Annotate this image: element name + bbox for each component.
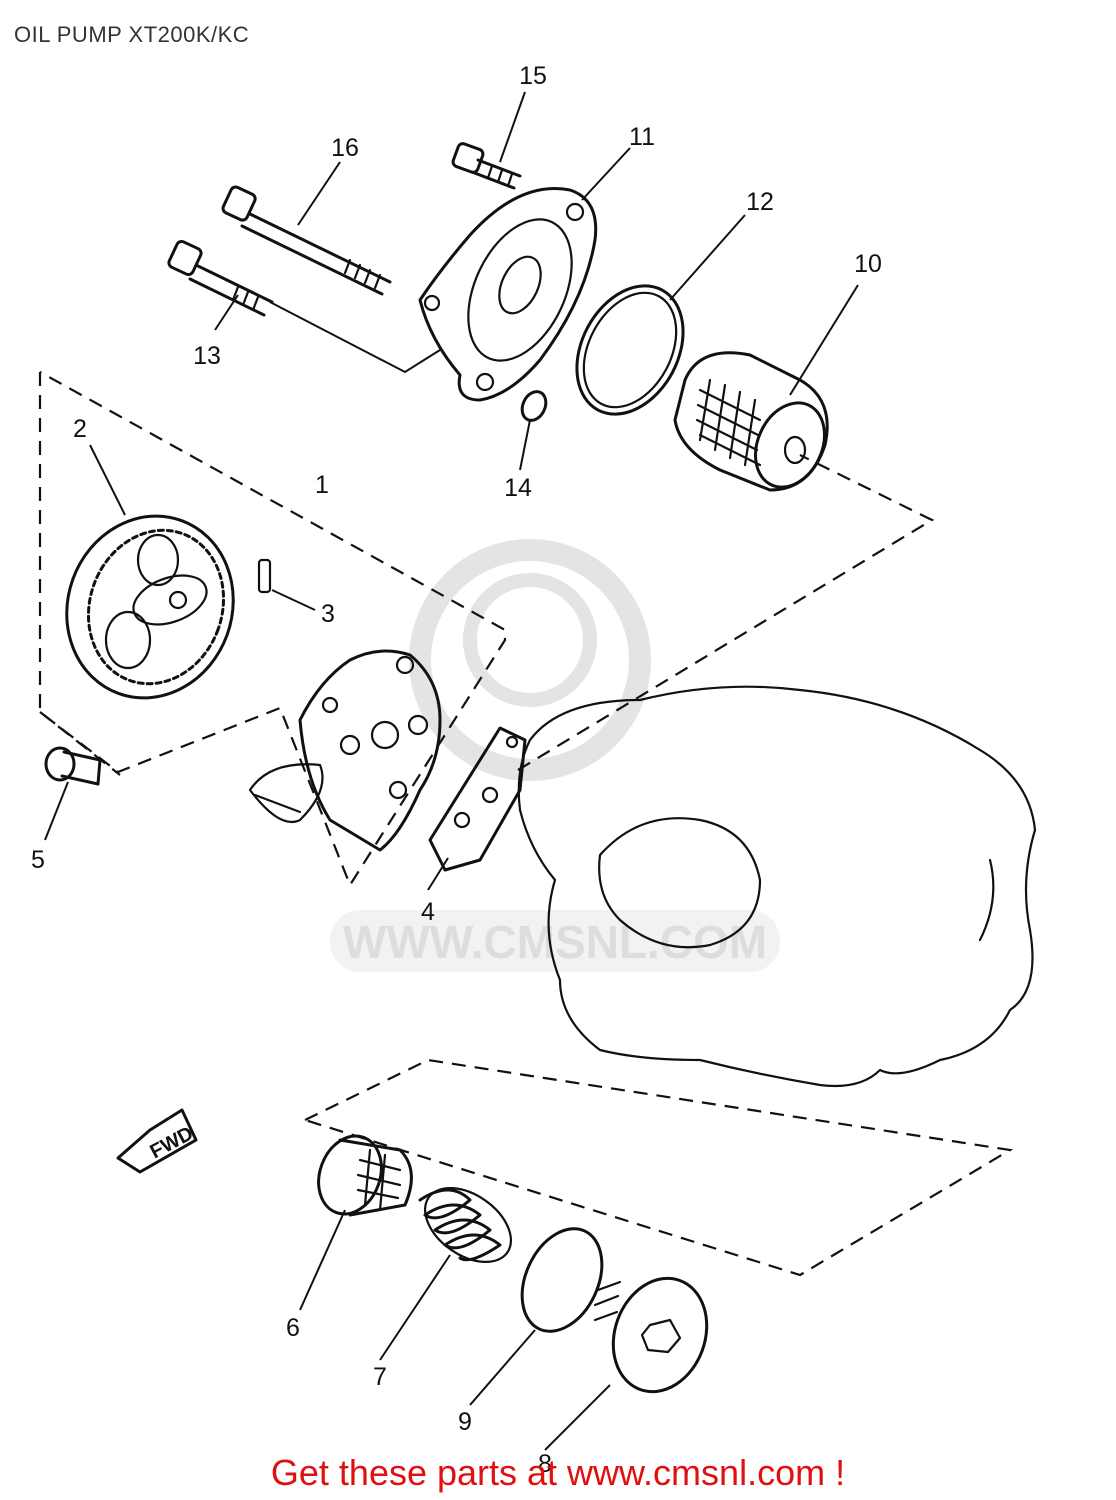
leader-lines (44, 91, 859, 1451)
label-9: 9 (458, 1408, 472, 1436)
part-12-o-ring (575, 284, 685, 416)
label-16: 16 (331, 134, 359, 162)
label-10: 10 (854, 250, 882, 278)
watermark-text: WWW.CMSNL.COM (343, 916, 767, 968)
label-2: 2 (73, 415, 87, 443)
part-8-drain-plug (593, 1276, 709, 1394)
label-1: 1 (315, 471, 329, 499)
watermark: WWW.CMSNL.COM (330, 539, 780, 972)
assembly-outlines (38, 371, 1014, 1277)
part-9-o-ring (520, 1227, 604, 1333)
part-3-pin (257, 558, 272, 594)
label-12: 12 (746, 188, 774, 216)
label-4: 4 (421, 898, 435, 926)
part-7-spring (418, 1186, 513, 1264)
part-10-oil-filter (673, 351, 829, 492)
label-5: 5 (31, 846, 45, 874)
crankcase (517, 685, 1037, 1088)
part-2-gear (65, 514, 235, 700)
label-7: 7 (373, 1363, 387, 1391)
footer-link-text[interactable]: Get these parts at www.cmsnl.com ! (270, 1452, 846, 1493)
label-6: 6 (286, 1314, 300, 1342)
part-5-screw (44, 746, 102, 786)
part-15-bolt (451, 142, 522, 190)
part-11-filter-cover (418, 187, 598, 402)
part-4-gasket (428, 726, 527, 872)
part-6-strainer (317, 1134, 413, 1217)
label-13: 13 (193, 342, 221, 370)
part-13-bolt (167, 239, 274, 317)
diagram-title: OIL PUMP XT200K/KC (14, 22, 250, 47)
fwd-arrow: FWD (116, 1108, 198, 1174)
label-15: 15 (519, 62, 547, 90)
label-3: 3 (321, 600, 335, 628)
label-14: 14 (504, 474, 532, 502)
label-11: 11 (629, 123, 655, 151)
part-16-long-bolt (221, 185, 392, 296)
part-labels: 15 16 11 12 10 13 14 2 1 3 5 4 6 7 9 8 (31, 62, 882, 1478)
label-8: 8 (538, 1450, 552, 1478)
oil-pump-body (248, 649, 442, 852)
part-14-small-o-ring (520, 390, 548, 422)
